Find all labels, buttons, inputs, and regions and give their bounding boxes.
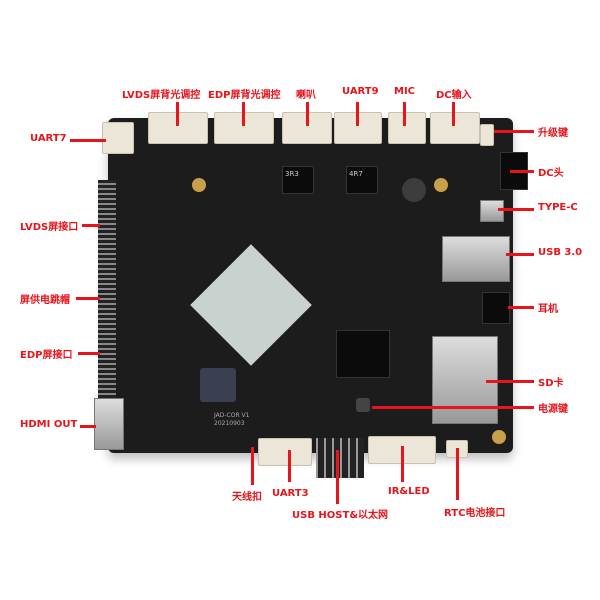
arrow [486, 380, 534, 383]
lvds-edp-header [98, 180, 116, 400]
arrow [508, 306, 534, 309]
arrow [336, 450, 339, 504]
label-hdmi-out: HDMI OUT [20, 419, 78, 430]
label-uart3: UART3 [272, 488, 309, 499]
label-edp-interface: EDP屏接口 [20, 350, 73, 361]
label-dc-jack: DC头 [538, 168, 564, 179]
label-antenna: 天线扣 [232, 492, 262, 503]
arrow [176, 102, 179, 126]
label-rtc-battery: RTC电池接口 [444, 508, 506, 519]
arrow [506, 253, 534, 256]
uart9-connector [334, 112, 382, 144]
headphone-jack [482, 292, 510, 324]
arrow [288, 450, 291, 482]
arrow [356, 102, 359, 126]
label-screen-power-jumper: 屏供电跳帽 [20, 295, 70, 306]
label-uart9: UART9 [342, 86, 379, 97]
capacitor [402, 178, 426, 202]
label-lvds-interface: LVDS屏接口 [20, 222, 79, 233]
label-ir-led: IR&LED [388, 486, 430, 497]
mount-hole [434, 178, 448, 192]
label-usb3: USB 3.0 [538, 247, 583, 258]
arrow [403, 102, 406, 126]
inductor [282, 166, 314, 194]
label-edp-backlight: EDP屏背光调控 [208, 90, 281, 101]
label-usb-host-ethernet: USB HOST&以太网 [292, 510, 389, 521]
label-speaker: 喇叭 [296, 90, 316, 101]
wifi-module [200, 368, 236, 402]
arrow [498, 208, 534, 211]
upgrade-key [480, 124, 494, 146]
uart3-connector [258, 438, 312, 466]
label-mic: MIC [394, 86, 416, 97]
mic-connector [388, 112, 426, 144]
board-date: 20210903 [214, 420, 245, 427]
arrow [70, 139, 106, 142]
arrow [372, 406, 534, 409]
arrow [494, 130, 534, 133]
dc-input-connector [430, 112, 480, 144]
uart7-connector [102, 122, 134, 154]
label-headphone: 耳机 [538, 304, 558, 315]
arrow [80, 425, 96, 428]
inductor [346, 166, 378, 194]
usb-host-ethernet-header [316, 438, 364, 478]
arrow [76, 297, 100, 300]
label-type-c: TYPE-C [538, 202, 578, 213]
mount-hole [192, 178, 206, 192]
arrow [456, 448, 459, 500]
label-uart7: UART7 [30, 133, 67, 144]
arrow [78, 352, 100, 355]
label-upgrade-key: 升级键 [538, 128, 568, 139]
inductor-label: 4R7 [349, 170, 363, 178]
arrow [251, 447, 254, 485]
arrow [401, 446, 404, 482]
chip [336, 330, 390, 378]
arrow [242, 102, 245, 126]
label-dc-input: DC输入 [436, 90, 472, 101]
hdmi-port [94, 398, 124, 450]
arrow [452, 102, 455, 126]
usb3-port [442, 236, 510, 282]
mount-hole [492, 430, 506, 444]
inductor-label: 3R3 [285, 170, 299, 178]
board-label: JAD-COR V1 [214, 412, 250, 419]
type-c-port [480, 200, 504, 222]
power-key [356, 398, 370, 412]
arrow [510, 170, 534, 173]
arrow [306, 102, 309, 126]
label-sd-card: SD卡 [538, 378, 564, 389]
label-power-key: 电源键 [538, 404, 568, 415]
arrow [82, 224, 100, 227]
label-lvds-backlight: LVDS屏背光调控 [122, 90, 201, 101]
